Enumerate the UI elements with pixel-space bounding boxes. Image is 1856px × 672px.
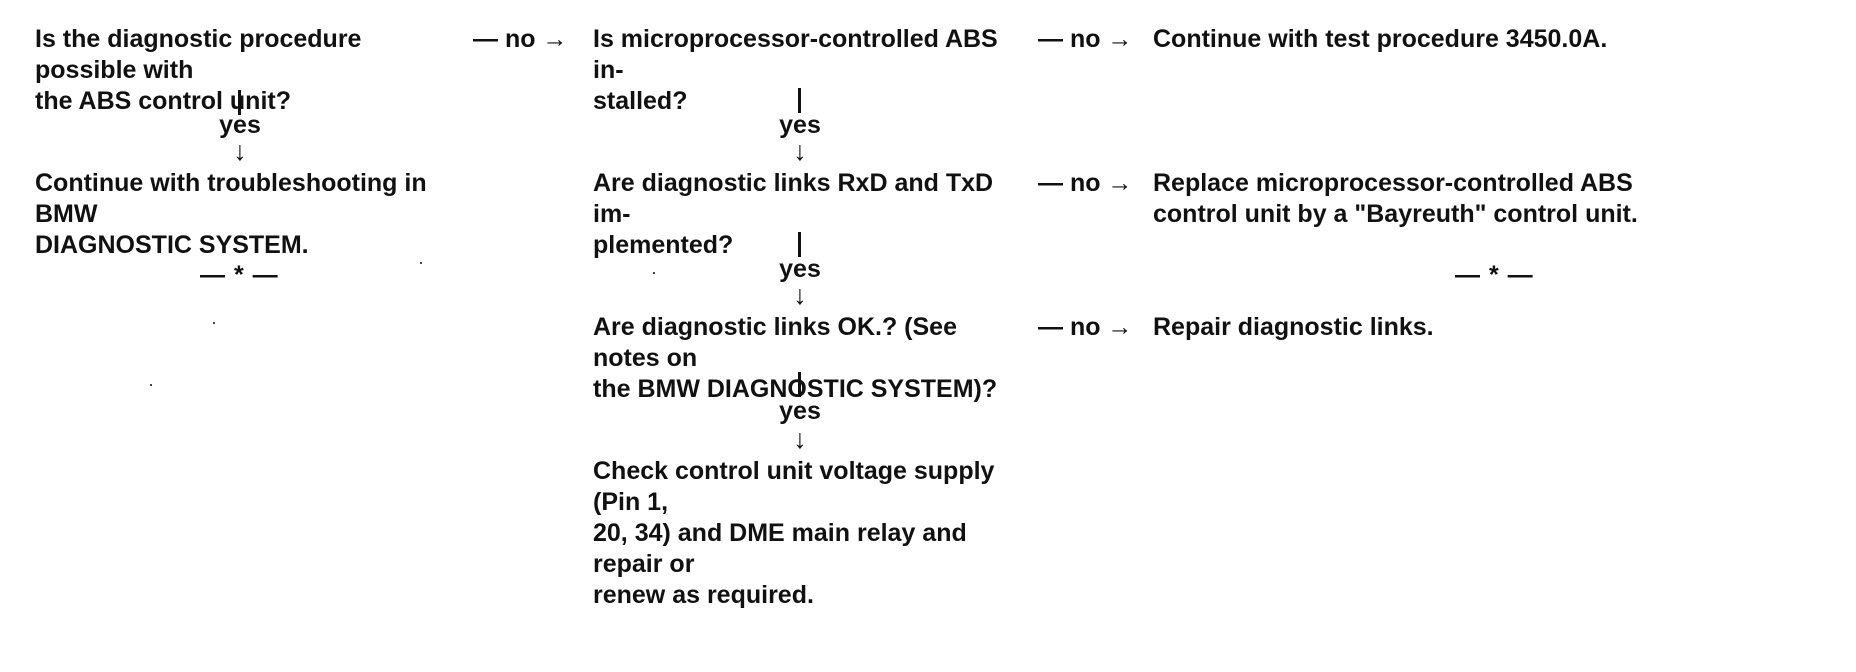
node-line: control unit by a "Bayreuth" control uni… [1153, 200, 1638, 228]
node-line: stalled? [593, 87, 688, 115]
node-line: Replace microprocessor-controlled ABS [1153, 169, 1633, 197]
end-marker: — * — [1455, 261, 1534, 289]
node-line: Are diagnostic links RxD and TxD im- [593, 169, 994, 228]
node-diagnostic-possible-question: Is the diagnostic procedure possible wit… [35, 24, 455, 117]
down-arrow: ↓ [793, 136, 807, 166]
node-line: Repair diagnostic links. [1153, 313, 1434, 341]
node-repair-diagnostic-links: Repair diagnostic links. [1153, 312, 1833, 343]
node-diagnostic-links-ok-question: Are diagnostic links OK.? (See notes on … [593, 312, 1013, 405]
scan-speck [150, 384, 152, 386]
scan-speck [420, 262, 422, 264]
scan-speck [213, 322, 215, 324]
yes-label: yes [779, 111, 821, 139]
node-line: DIAGNOSTIC SYSTEM. [35, 231, 309, 259]
node-line: Continue with test procedure 3450.0A. [1153, 25, 1608, 53]
no-arrow: — no → [1038, 169, 1133, 197]
node-line: the BMW DIAGNOSTIC SYSTEM)? [593, 375, 998, 403]
node-line: Is the diagnostic procedure possible wit… [35, 25, 362, 84]
yes-label: yes [779, 255, 821, 283]
down-arrow: ↓ [233, 136, 247, 166]
node-line: the ABS control unit? [35, 87, 291, 115]
no-arrow: — no → [473, 25, 568, 53]
no-arrow: — no → [1038, 25, 1133, 53]
down-arrow: ↓ [793, 280, 807, 310]
scan-speck [653, 272, 655, 274]
node-continue-test-procedure: Continue with test procedure 3450.0A. [1153, 24, 1833, 55]
yes-label: yes [779, 397, 821, 425]
connector-line [798, 232, 801, 257]
node-rxd-txd-question: Are diagnostic links RxD and TxD im- ple… [593, 168, 1013, 261]
yes-label: yes [219, 111, 261, 139]
connector-line [798, 88, 801, 113]
node-microprocessor-abs-question: Is microprocessor-controlled ABS in- sta… [593, 24, 1013, 117]
node-line: Check control unit voltage supply (Pin 1… [593, 457, 995, 516]
node-check-voltage-supply: Check control unit voltage supply (Pin 1… [593, 456, 1023, 611]
node-line: Are diagnostic links OK.? (See notes on [593, 313, 957, 372]
node-continue-bmw-diagnostic: Continue with troubleshooting in BMW DIA… [35, 168, 455, 261]
no-arrow: — no → [1038, 313, 1133, 341]
node-line: Is microprocessor-controlled ABS in- [593, 25, 998, 84]
node-line: 20, 34) and DME main relay and repair or [593, 519, 967, 578]
down-arrow: ↓ [793, 424, 807, 454]
node-line: plemented? [593, 231, 734, 259]
end-marker: — * — [200, 261, 279, 289]
connector-line [798, 372, 801, 397]
connector-line [238, 90, 241, 115]
node-line: renew as required. [593, 581, 814, 609]
node-line: Continue with troubleshooting in BMW [35, 169, 427, 228]
node-replace-control-unit: Replace microprocessor-controlled ABS co… [1153, 168, 1833, 230]
